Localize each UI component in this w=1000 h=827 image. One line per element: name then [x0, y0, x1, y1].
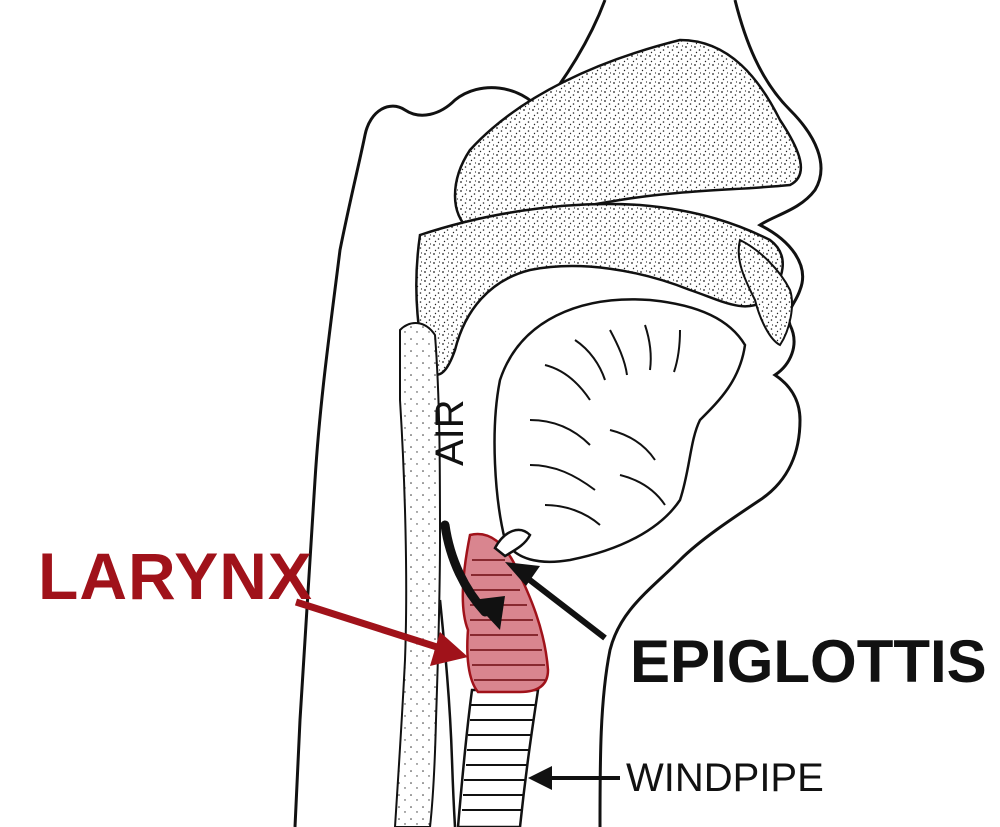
- nasal-cavity: [453, 38, 803, 232]
- tongue: [493, 298, 747, 564]
- windpipe-rings: [462, 704, 536, 811]
- larynx-pointer-head: [430, 632, 468, 666]
- epiglottis-flap: [493, 528, 532, 558]
- epiglottis-pointer-line: [520, 571, 607, 641]
- epiglottis-label: EPIGLOTTIS: [630, 628, 987, 695]
- head-outline: [293, 0, 607, 827]
- larynx-label: LARYNX: [38, 539, 313, 613]
- larynx-shape: [461, 532, 550, 694]
- pharynx-wall: [393, 322, 442, 827]
- windpipe: [456, 688, 540, 827]
- palate: [415, 202, 784, 376]
- air-label: AIR: [428, 399, 472, 466]
- larynx-pointer-line: [294, 598, 442, 652]
- upper-teeth: [737, 238, 793, 347]
- face-profile: [598, 0, 823, 827]
- windpipe-label: WINDPIPE: [626, 756, 824, 800]
- windpipe-pointer-head: [528, 766, 552, 790]
- larynx-rings: [470, 559, 545, 681]
- tongue-muscle-lines: [529, 324, 681, 526]
- epiglottis-pointer-head: [505, 562, 540, 586]
- air-flow-arrowhead: [472, 596, 505, 630]
